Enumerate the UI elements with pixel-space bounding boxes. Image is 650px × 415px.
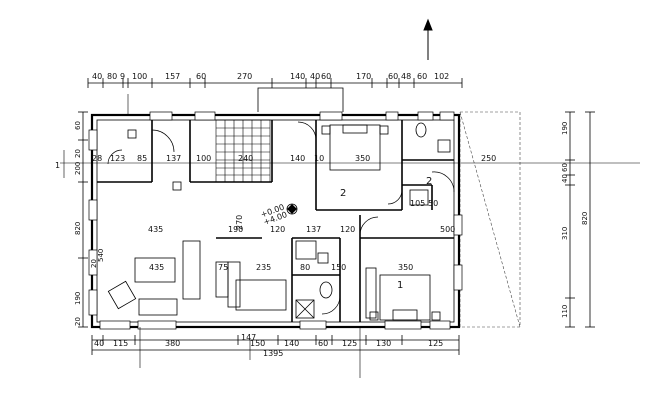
- bottom-dim-label: 60: [318, 339, 328, 348]
- interior-dim: 85: [137, 154, 147, 163]
- interior-dim: 150: [331, 263, 346, 272]
- interior-dim: 137: [166, 154, 181, 163]
- bottom-dim-label: 125: [428, 339, 443, 348]
- top-dim-label: 140: [290, 72, 305, 81]
- top-dim-label: 60: [196, 72, 206, 81]
- top-dimension-labels: 40 80 9 100 157 60 270 140 40 60 170 60 …: [92, 72, 449, 81]
- left-dim-label: 20: [74, 149, 82, 158]
- interior-dimension-labels: 28 123 85 137 100 240 140 10 350 250 435…: [92, 154, 496, 272]
- living-furniture: [107, 129, 201, 316]
- room-number: 2: [426, 176, 432, 187]
- staircase: [215, 119, 271, 183]
- interior-dim: 270: [235, 215, 244, 230]
- top-dimension-chain: [87, 78, 463, 88]
- bed-room-2: [321, 124, 389, 171]
- bottom-dim-label: 40: [94, 339, 104, 348]
- bottom-dim-label: 115: [113, 339, 128, 348]
- bottom-dim-label: 140: [284, 339, 299, 348]
- right-dim-label: 190: [561, 122, 569, 135]
- top-dim-label: 40: [310, 72, 320, 81]
- top-dim-label: 157: [165, 72, 180, 81]
- bottom-dim-label: 125: [342, 339, 357, 348]
- top-dim-label: 270: [237, 72, 252, 81]
- left-dimension-chain: [78, 111, 88, 328]
- left-dim-label: 820: [74, 222, 82, 235]
- level-labels: +0.00 +4.00: [260, 203, 289, 227]
- interior-dim: 350: [355, 154, 370, 163]
- right-dim-label: 40: [561, 174, 569, 183]
- windows: [88, 111, 463, 330]
- top-dim-label: 170: [356, 72, 371, 81]
- axis-lines: [60, 94, 640, 378]
- room-number: 1: [397, 280, 403, 291]
- right-dimension-labels: 190 60 40 820 310 110: [561, 122, 589, 318]
- interior-dim: 235: [256, 263, 271, 272]
- interior-dim: 105: [410, 199, 425, 208]
- north-arrow-icon: [423, 18, 433, 60]
- top-dim-label: 48: [401, 72, 411, 81]
- right-dimension-chain: [565, 111, 595, 328]
- top-dim-label: 60: [417, 72, 427, 81]
- right-dim-label: 110: [561, 305, 569, 318]
- bottom-dim-label: 380: [165, 339, 180, 348]
- interior-dim: 80: [300, 263, 310, 272]
- bottom-dimension-chain: [91, 335, 460, 355]
- top-dim-label: 102: [434, 72, 449, 81]
- entry-canopy: [257, 87, 344, 112]
- door-swings: [107, 121, 455, 315]
- interior-dim: 240: [238, 154, 253, 163]
- interior-dim: 250: [481, 154, 496, 163]
- interior-dim: 100: [196, 154, 211, 163]
- left-dim-label: 60: [74, 121, 82, 130]
- bottom-dim-label: 130: [376, 339, 391, 348]
- right-dim-label: 820: [581, 212, 589, 225]
- interior-dim: 435: [148, 225, 163, 234]
- interior-dim: 120: [340, 225, 355, 234]
- interior-dim: 50: [428, 199, 438, 208]
- bottom-dim-small: 147: [241, 333, 256, 342]
- interior-dim: 350: [398, 263, 413, 272]
- bottom-dim-label: 150: [250, 339, 265, 348]
- top-dim-label: 100: [132, 72, 147, 81]
- bed-room-1: [365, 267, 441, 321]
- left-dimension-labels: 60 20 820 200 540 20 190 20: [74, 121, 105, 326]
- interior-dim: 123: [110, 154, 125, 163]
- interior-dim: 120: [270, 225, 285, 234]
- left-dim-label: 20: [74, 317, 82, 326]
- bottom-dim-total: 1395: [263, 349, 283, 358]
- interior-dim: 500: [440, 225, 455, 234]
- axis-marker-left: 1: [55, 161, 60, 170]
- interior-dim: 190: [228, 225, 243, 234]
- right-dim-label: 310: [561, 227, 569, 240]
- top-dim-label: 60: [388, 72, 398, 81]
- bottom-dimension-labels: 40 115 380 150 140 60 125 130 125 1395 1…: [94, 333, 443, 358]
- top-dim-label: 80: [107, 72, 117, 81]
- room-labels: 2 1 2: [340, 176, 432, 291]
- left-dim-label: 190: [74, 292, 82, 305]
- wc-fixtures: [409, 122, 451, 206]
- terrace-outline: [459, 111, 521, 328]
- top-dim-label: 60: [321, 72, 331, 81]
- interior-dim: 137: [306, 225, 321, 234]
- left-dim-label: 20: [90, 259, 98, 268]
- interior-dim: 140: [290, 154, 305, 163]
- room-number: 2: [340, 188, 346, 199]
- top-dim-label: 9: [120, 72, 125, 81]
- left-dim-label: 200: [74, 162, 82, 175]
- interior-dim: 435: [149, 263, 164, 272]
- top-dim-label: 40: [92, 72, 102, 81]
- interior-dim: 10: [314, 154, 324, 163]
- kitchen-layout: [215, 240, 333, 319]
- level-marker-icon: [286, 203, 298, 215]
- interior-dim: 28: [92, 154, 102, 163]
- left-dim-label: 540: [97, 249, 105, 262]
- right-dim-label: 60: [561, 163, 569, 172]
- interior-dim: 75: [218, 263, 228, 272]
